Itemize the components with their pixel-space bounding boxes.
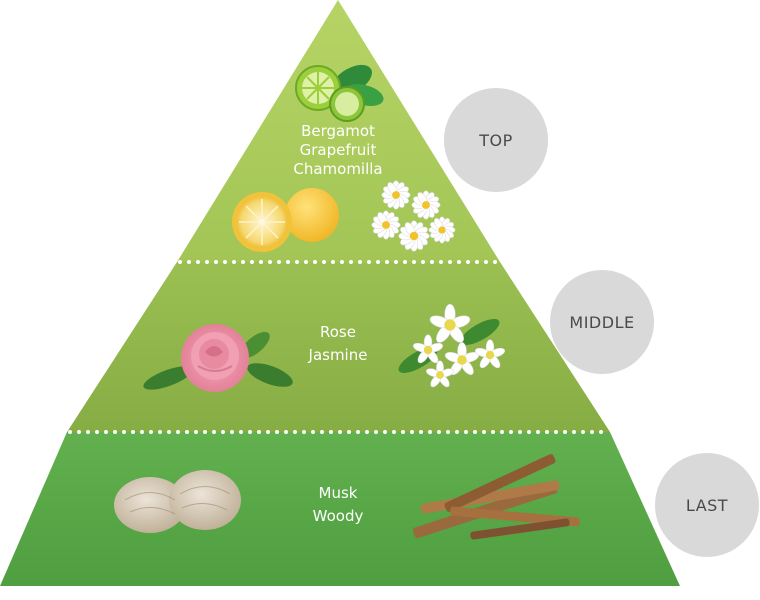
musk-pods-icon — [114, 470, 241, 533]
note-chamomilla: Chamomilla — [293, 160, 382, 178]
note-musk: Musk — [319, 484, 358, 502]
rose-icon — [143, 324, 293, 392]
note-bergamot: Bergamot — [301, 122, 375, 140]
chamomile-flowers-icon — [371, 180, 456, 252]
tier-last-label-circle: LAST — [655, 453, 759, 557]
note-grapefruit: Grapefruit — [300, 141, 377, 159]
note-rose: Rose — [320, 323, 356, 341]
grapefruit-icon — [232, 188, 339, 252]
tier-middle-label: MIDDLE — [569, 313, 634, 332]
note-woody: Woody — [313, 507, 364, 525]
tier-top-label: TOP — [478, 131, 513, 150]
wood-sticks-icon — [412, 454, 580, 540]
divider-top-middle — [178, 260, 497, 264]
tier-top-label-circle: TOP — [444, 88, 548, 192]
jasmine-flowers-icon — [398, 303, 505, 388]
tier-last-band — [0, 432, 680, 586]
tier-last-label: LAST — [686, 496, 728, 515]
bergamot-lime-icon — [295, 64, 384, 122]
tier-middle-label-circle: MIDDLE — [550, 270, 654, 374]
note-jasmine: Jasmine — [308, 346, 368, 364]
divider-middle-last — [68, 430, 603, 434]
